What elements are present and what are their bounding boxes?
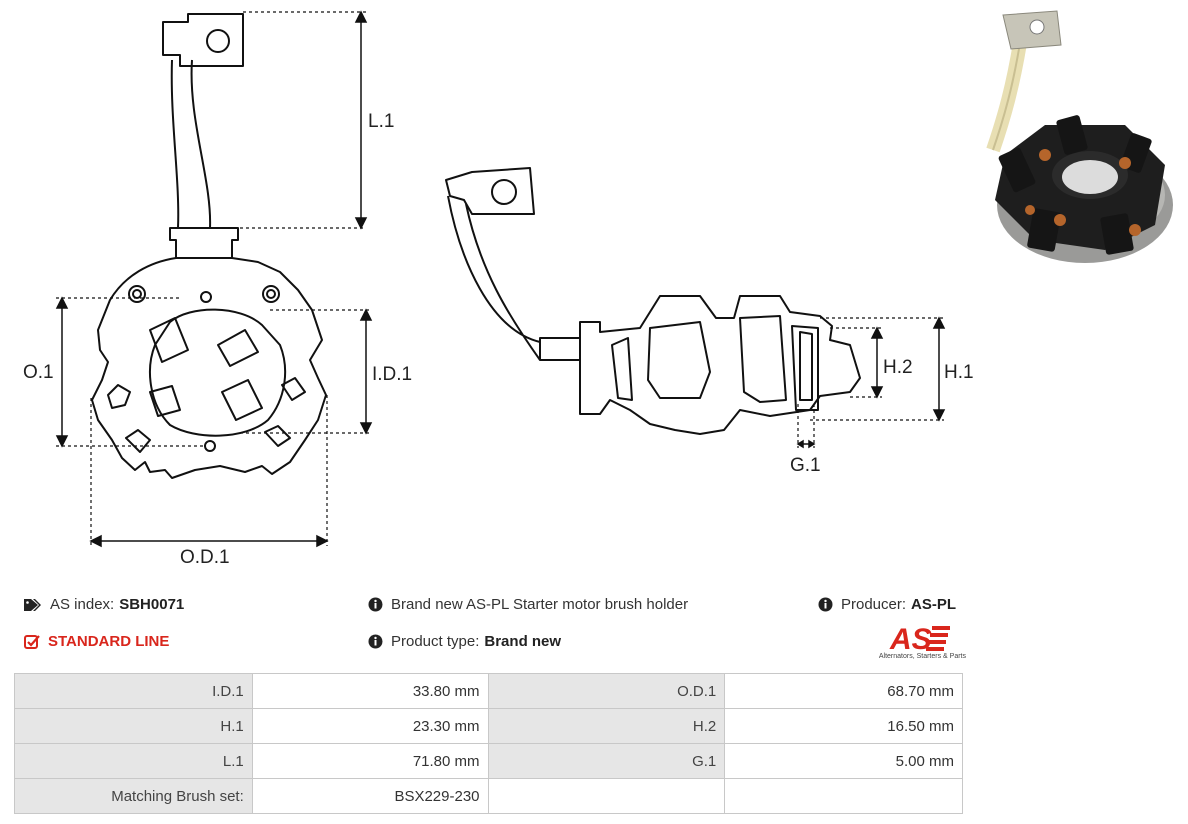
label-l1: L.1 [368, 111, 394, 132]
label-g1: G.1 [790, 455, 821, 476]
side-body [579, 295, 861, 435]
check-square-icon [24, 634, 40, 649]
standard-line-label: STANDARD LINE [48, 633, 170, 650]
info-circle-icon [818, 597, 833, 612]
spec-empty [724, 778, 963, 814]
plate-outline [91, 257, 327, 479]
table-row: I.D.1 33.80 mm O.D.1 68.70 mm [14, 673, 963, 709]
terminal-hole-side [491, 179, 517, 205]
description-text: Brand new AS-PL Starter motor brush hold… [391, 596, 689, 613]
tags-icon [24, 598, 41, 611]
specs-table: I.D.1 33.80 mm O.D.1 68.70 mm H.1 23.30 … [14, 673, 963, 814]
spec-value: BSX229-230 [251, 778, 489, 814]
info-circle-icon [368, 634, 383, 649]
producer-value: AS-PL [911, 596, 957, 613]
spec-empty [487, 778, 726, 814]
label-id1: I.D.1 [372, 364, 412, 385]
label-h1: H.1 [944, 362, 974, 383]
as-index-row: AS index: SBH0071 [24, 596, 184, 613]
spec-value: 33.80 mm [251, 673, 489, 709]
spec-value: 16.50 mm [724, 708, 963, 744]
terminal-tab-front [162, 13, 244, 67]
product-type-label: Product type: [391, 633, 480, 650]
spec-key: Matching Brush set: [14, 778, 253, 814]
terminal-tab-side [445, 167, 535, 215]
table-row: H.1 23.30 mm H.2 16.50 mm [14, 708, 963, 744]
lead-wire-front [170, 59, 212, 229]
spec-key: L.1 [14, 743, 253, 779]
spec-key: O.D.1 [487, 673, 726, 709]
standard-line-row: STANDARD LINE [24, 633, 169, 650]
spec-key: I.D.1 [14, 673, 253, 709]
logo-mark: AS [889, 623, 950, 656]
spec-value: 23.30 mm [251, 708, 489, 744]
product-type-row: Product type: Brand new [368, 633, 561, 650]
lead-wire-side [447, 195, 541, 361]
label-h2: H.2 [883, 357, 913, 378]
spec-value: 68.70 mm [724, 673, 963, 709]
technical-drawing: L.1 O.1 I.D.1 O.D.1 H.2 H.1 G.1 [23, 10, 974, 568]
as-index-label: AS index: [50, 596, 115, 613]
spec-key: H.2 [487, 708, 726, 744]
as-pl-logo: AS Alternators, Starters & Parts [870, 622, 966, 664]
inner-ring [149, 308, 287, 437]
table-row: L.1 71.80 mm G.1 5.00 mm [14, 743, 963, 779]
producer-row: Producer: AS-PL [818, 596, 956, 613]
label-od1: O.D.1 [180, 547, 230, 568]
spec-key: G.1 [487, 743, 726, 779]
as-index-value: SBH0071 [119, 596, 185, 613]
label-o1: O.1 [23, 362, 54, 383]
spec-key: H.1 [14, 708, 253, 744]
description-row: Brand new AS-PL Starter motor brush hold… [368, 596, 688, 613]
spec-value: 5.00 mm [724, 743, 963, 779]
producer-label: Producer: [841, 596, 907, 613]
svg-text:AS: AS [889, 623, 932, 654]
info-circle-icon [368, 597, 383, 612]
logo-subtitle: Alternators, Starters & Parts [878, 653, 966, 660]
product-photo [986, 10, 1173, 263]
product-type-value: Brand new [484, 633, 562, 650]
terminal-hole-front [206, 29, 230, 53]
terminal-base-front [169, 227, 239, 259]
table-row: Matching Brush set: BSX229-230 [14, 778, 963, 814]
spec-value: 71.80 mm [251, 743, 489, 779]
